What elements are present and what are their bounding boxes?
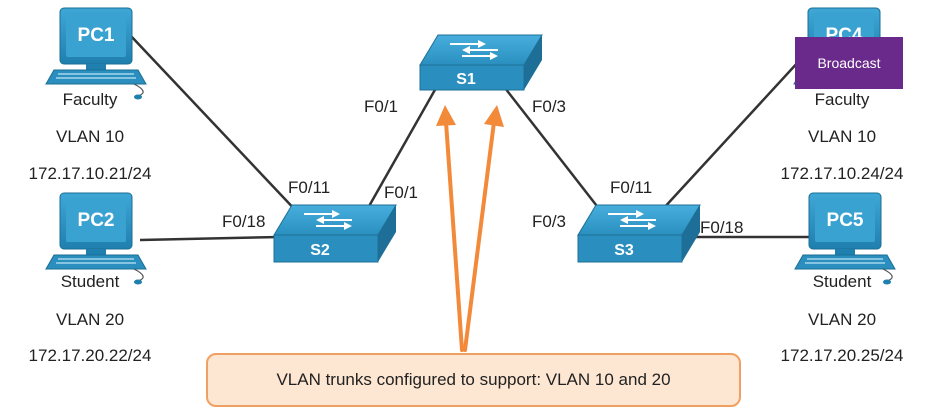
trunk-arrowhead-right bbox=[484, 105, 504, 127]
switch-s2[interactable]: S2 bbox=[273, 204, 397, 263]
broadcast-badge: Broadcast bbox=[795, 37, 903, 89]
port-s2-s1: F0/1 bbox=[384, 183, 419, 202]
port-s2-pc1: F0/11 bbox=[288, 178, 331, 197]
pc4-role: Faculty bbox=[814, 90, 870, 109]
trunk-arrow-right bbox=[463, 120, 496, 352]
pc1-name: PC1 bbox=[78, 25, 115, 46]
link-pc1-s2 bbox=[129, 34, 301, 216]
pc5-name: PC5 bbox=[827, 210, 864, 231]
link-pc2-s2 bbox=[139, 235, 281, 242]
trunk-arrowhead-left bbox=[436, 105, 456, 126]
switch-arrows-icon bbox=[304, 210, 352, 230]
links bbox=[129, 34, 810, 242]
switch-arrows-icon bbox=[450, 40, 498, 60]
switch-s3-name: S3 bbox=[614, 242, 634, 259]
pc2-role: Student bbox=[60, 272, 120, 291]
link-s3-pc4 bbox=[661, 59, 801, 211]
pc5-vlan: VLAN 20 bbox=[807, 310, 877, 329]
pc1[interactable]: PC1 bbox=[45, 7, 147, 100]
port-s2-pc2: F0/18 bbox=[222, 212, 266, 231]
pc5-ip: 172.17.20.25/24 bbox=[780, 346, 904, 365]
pc1-ip: 172.17.10.21/24 bbox=[28, 164, 152, 183]
pc2[interactable]: PC2 bbox=[45, 192, 147, 285]
trunk-arrow-left bbox=[444, 120, 464, 352]
pc5-role: Student bbox=[812, 272, 872, 291]
trunk-callout: VLAN trunks configured to support: VLAN … bbox=[206, 353, 741, 407]
pc1-vlan: VLAN 10 bbox=[55, 127, 125, 146]
link-s1-s3 bbox=[504, 87, 601, 211]
port-s3-pc4: F0/11 bbox=[610, 178, 653, 197]
trunk-arrows bbox=[436, 105, 504, 352]
trunk-callout-text: VLAN trunks configured to support: VLAN … bbox=[276, 370, 671, 389]
pc2-ip: 172.17.20.22/24 bbox=[28, 346, 152, 365]
switch-s3[interactable]: S3 bbox=[577, 204, 701, 263]
pc2-vlan: VLAN 20 bbox=[55, 310, 125, 329]
pc4-vlan: VLAN 10 bbox=[807, 127, 877, 146]
link-s2-s1 bbox=[366, 87, 438, 209]
port-s3-s1: F0/3 bbox=[532, 212, 567, 231]
port-s1-left: F0/1 bbox=[364, 97, 399, 116]
switch-arrows-icon bbox=[608, 210, 656, 230]
port-s3-pc5: F0/18 bbox=[700, 218, 744, 237]
pc2-name: PC2 bbox=[78, 210, 115, 231]
pc4-ip: 172.17.10.24/24 bbox=[780, 164, 904, 183]
pc5[interactable]: PC5 bbox=[794, 192, 896, 285]
pc1-role: Faculty bbox=[62, 90, 118, 109]
port-s1-right: F0/3 bbox=[532, 97, 567, 116]
switch-s1[interactable]: S1 bbox=[419, 34, 543, 91]
switch-s1-name: S1 bbox=[456, 71, 476, 88]
switch-s2-name: S2 bbox=[310, 242, 330, 259]
